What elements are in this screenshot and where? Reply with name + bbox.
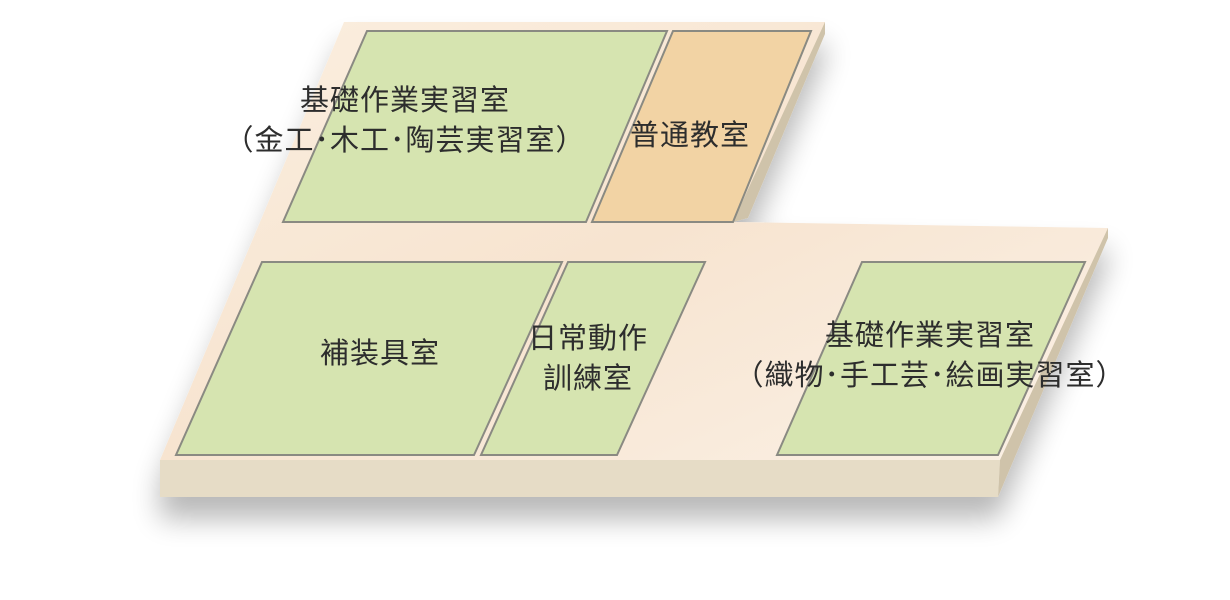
room-classroom	[590, 30, 813, 223]
label-adl: 日常動作 訓練室	[508, 318, 668, 398]
label-basic-work-metal: 基礎作業実習室 （金工･木工･陶芸実習室）	[185, 80, 625, 160]
label-prosthetics: 補装具室	[290, 333, 470, 373]
room-adl-training	[479, 261, 707, 456]
label-basic-work-metal-line2: （金工･木工･陶芸実習室）	[224, 123, 586, 157]
label-classroom-line1: 普通教室	[629, 118, 750, 152]
room-prosthetics	[174, 261, 564, 456]
label-adl-line2: 訓練室	[542, 361, 633, 395]
room-basic-work-metal-wood-ceramics	[281, 30, 669, 223]
label-basic-work-textile-line2: （織物･手工芸･絵画実習室）	[734, 358, 1126, 392]
label-classroom: 普通教室	[605, 115, 775, 155]
label-basic-work-textile-line1: 基礎作業実習室	[824, 318, 1035, 352]
label-basic-work-textile: 基礎作業実習室 （織物･手工芸･絵画実習室）	[695, 315, 1165, 395]
slab-side-front	[160, 460, 1000, 497]
label-basic-work-metal-line1: 基礎作業実習室	[299, 83, 510, 117]
slab-side-right-lower	[998, 228, 1108, 497]
room-basic-work-textile-crafts-painting	[775, 261, 1087, 456]
label-prosthetics-line1: 補装具室	[319, 336, 440, 370]
label-adl-line1: 日常動作	[527, 321, 648, 355]
